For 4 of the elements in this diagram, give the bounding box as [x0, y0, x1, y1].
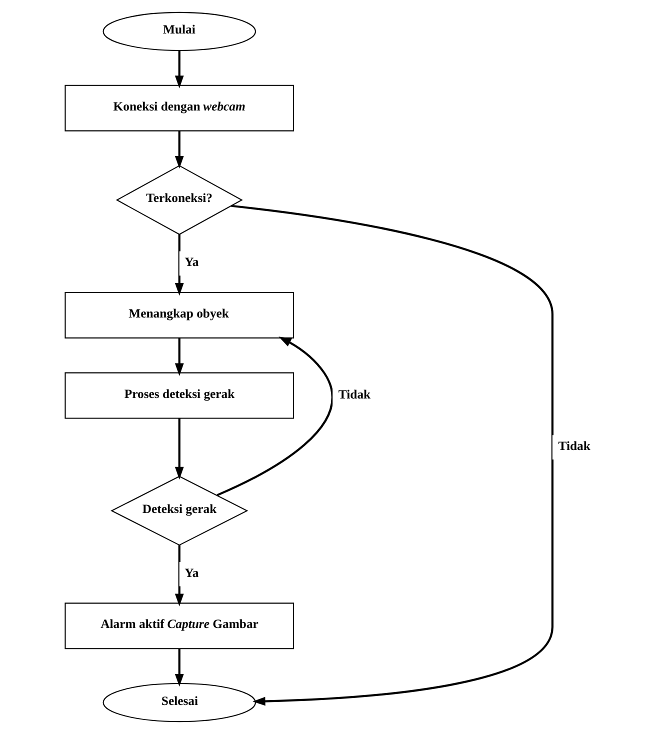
edge-label: Ya [184, 566, 198, 580]
edge-label: Tidak [338, 387, 370, 402]
edge-label: Ya [184, 255, 198, 270]
edge-label: Tidak [558, 439, 590, 454]
